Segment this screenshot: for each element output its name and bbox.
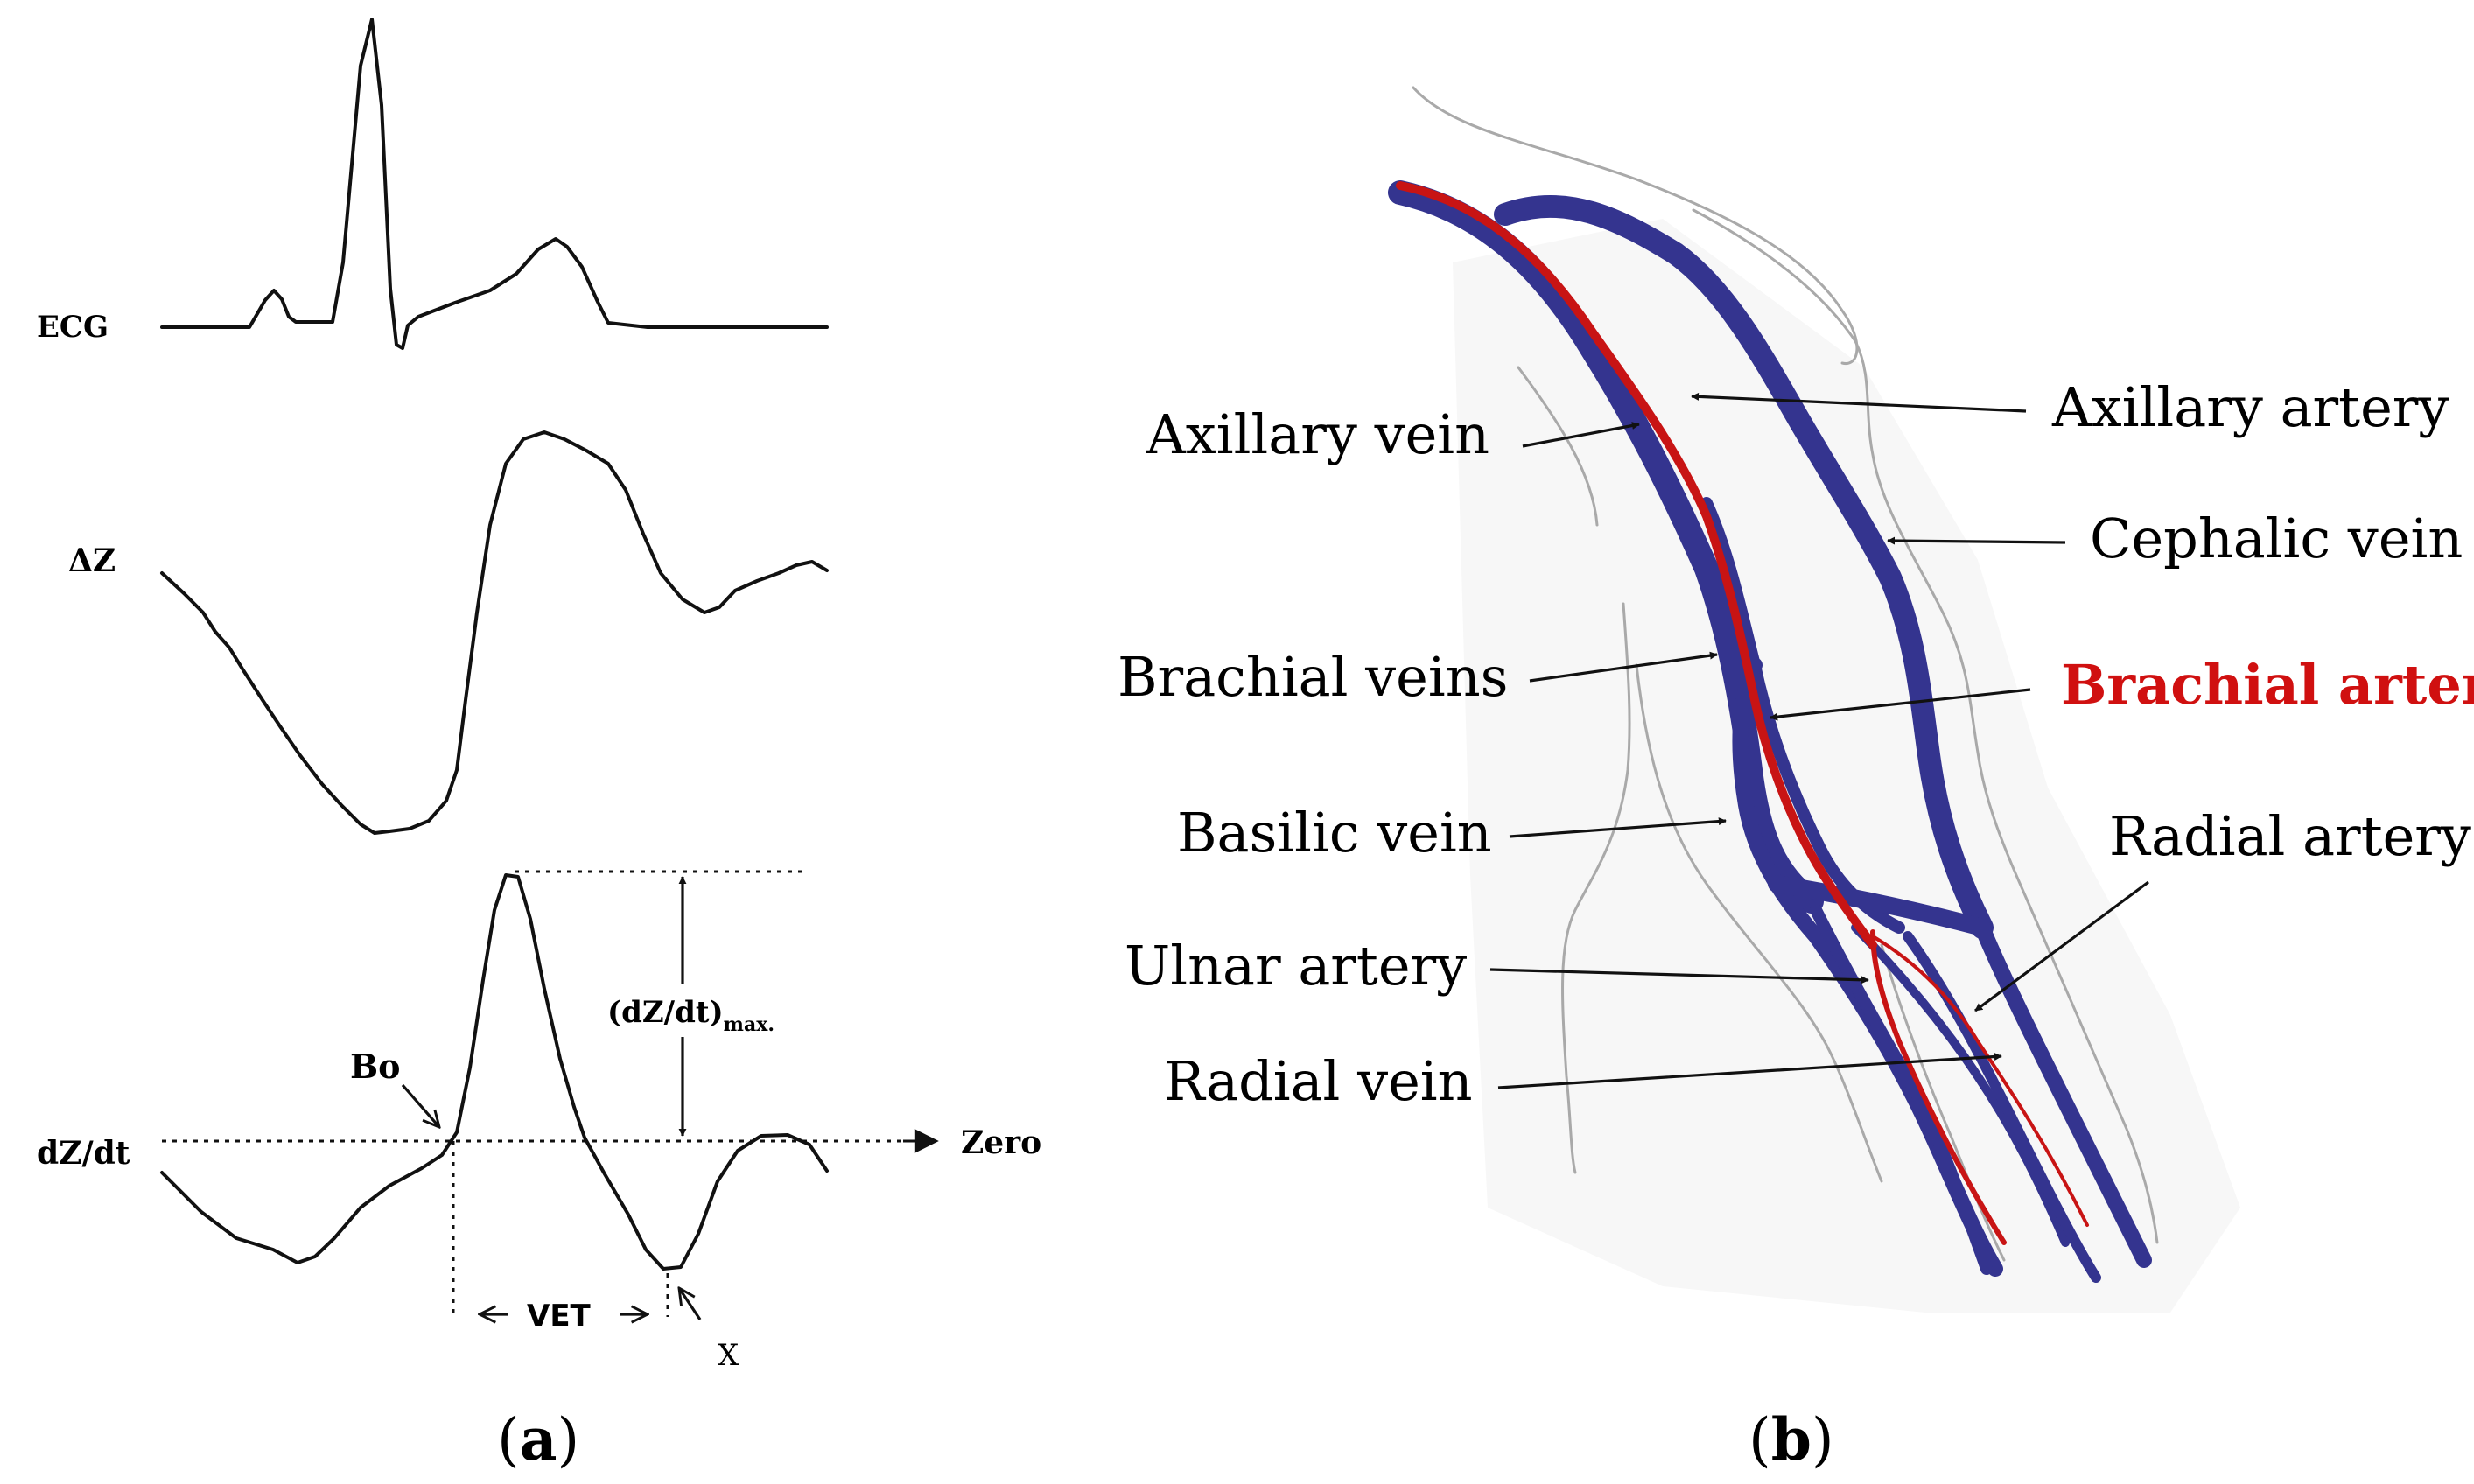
x-label: X [718, 1338, 739, 1373]
dzdt-waveform [160, 873, 829, 1270]
radial-artery-arrow [1974, 880, 2149, 1012]
bo-pointer-arrow [401, 1083, 439, 1127]
axillary-artery-arrow [1691, 392, 2027, 413]
panel-a-caption: (a) [497, 1405, 579, 1474]
bo-label: Bo [350, 1046, 400, 1086]
max-label: (dZ/dt)max. [607, 995, 774, 1036]
ulnar-artery-arrow [1489, 968, 1869, 984]
arm-outline-top [1412, 86, 1859, 365]
dzdt-label: dZ/dt [37, 1135, 130, 1172]
arm-shading [1453, 219, 2240, 1312]
arm-outline-inner-2 [1635, 663, 1883, 1183]
arm-outline-outer [1692, 208, 2159, 1244]
panel-b: Axillary vein Axillary artery Cephalic v… [1118, 86, 2474, 1474]
arm-outline-inner-1 [1561, 602, 1631, 1174]
ulnar-artery-label: Ulnar artery [1125, 934, 1467, 998]
radial-artery-label: Radial artery [2109, 804, 2471, 868]
cephalic-vein-vessel [1494, 194, 1994, 939]
basilic-vein-arrow [1509, 817, 1727, 838]
vet-label: VET [527, 1298, 592, 1334]
arm-outline-left [1517, 366, 1599, 527]
radial-vein-vessel [1851, 923, 2070, 1247]
brachial-artery-arrow [1770, 688, 2031, 721]
ecg-label: ECG [37, 310, 109, 345]
radial-artery-vessel [1871, 934, 2089, 1227]
delta-z-label: ΔZ [68, 542, 116, 579]
ulnar-vein-vessel [1810, 904, 1993, 1275]
basilic-vein-label: Basilic vein [1177, 801, 1492, 864]
x-pointer-arrow [679, 1288, 702, 1320]
panel-a: ECG ΔZ dZ/dt Zero (dZ/dt)max. Bo VET X [37, 18, 1041, 1474]
cephalic-vein-arrow [1887, 536, 2066, 545]
cephalic-forearm-vein [1903, 931, 2101, 1283]
axillary-vein-arrow [1522, 422, 1640, 448]
connecting-vein [1768, 875, 1991, 936]
max-label-sub: max. [724, 1013, 774, 1036]
brachial-veins-arrow [1529, 651, 1718, 682]
axillary-artery-vessel [1396, 181, 1877, 949]
brachial-veins-label: Brachial veins [1118, 645, 1508, 709]
ulnar-artery-vessel [1870, 929, 2007, 1245]
radial-vein-arrow [1497, 1053, 2002, 1089]
radial-vein-outer [1974, 920, 2152, 1268]
panel-b-caption: (b) [1749, 1405, 1834, 1474]
brachial-artery-label: Brachial artery [2061, 653, 2474, 717]
cephalic-vein-label: Cephalic vein [2090, 507, 2463, 570]
ecg-waveform [160, 18, 829, 350]
max-label-backdrop [599, 984, 817, 1037]
max-label-main: (dZ/dt) [607, 995, 724, 1030]
axillary-artery-label: Axillary artery [2051, 375, 2449, 439]
arm-outline-forearm [1880, 943, 2006, 1262]
radial-vein-label: Radial vein [1164, 1049, 1473, 1113]
axillary-vein-vessel [1388, 180, 1824, 914]
zero-label: Zero [961, 1124, 1041, 1161]
axillary-vein-label: Axillary vein [1146, 402, 1489, 466]
delta-z-waveform [160, 430, 829, 835]
